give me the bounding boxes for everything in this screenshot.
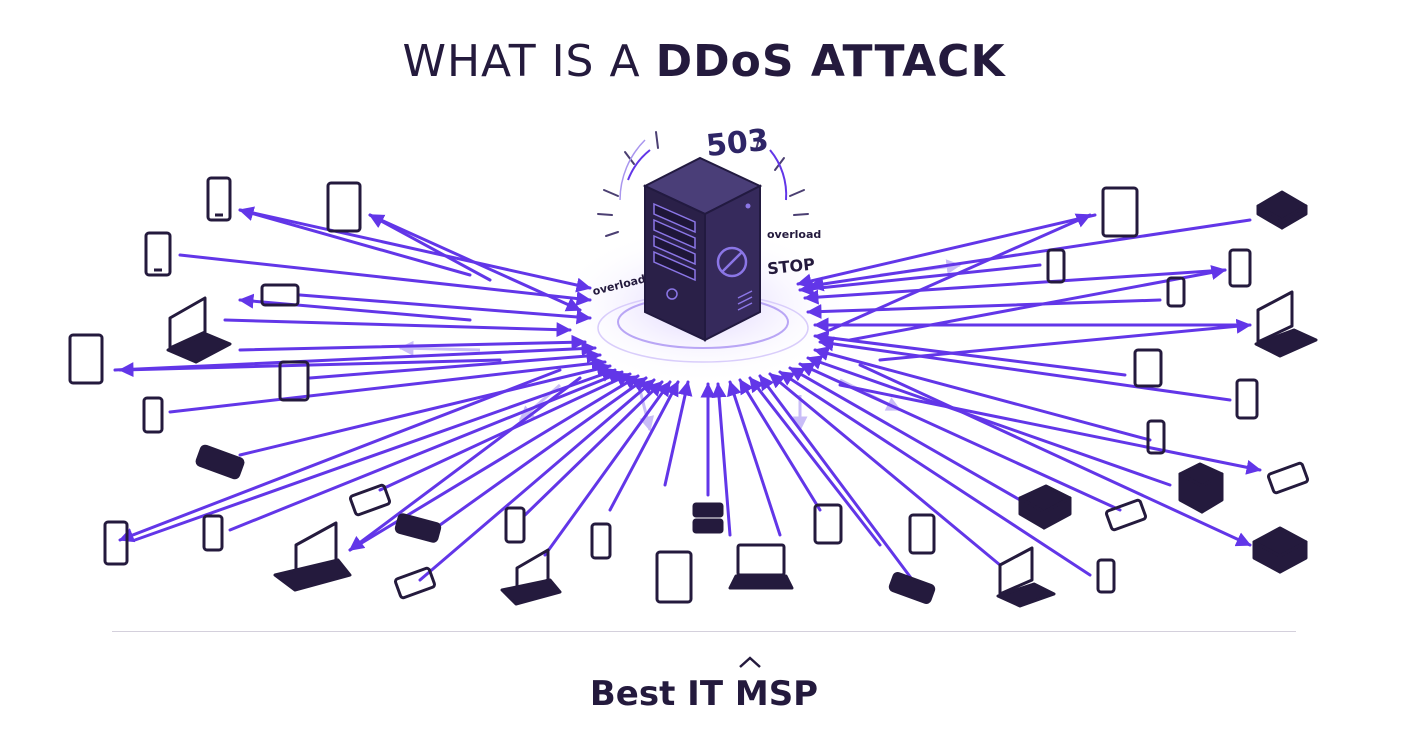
router-icon bbox=[1252, 526, 1308, 574]
tablet-icon bbox=[1101, 186, 1139, 238]
router-icon bbox=[1256, 190, 1308, 230]
footer-divider bbox=[112, 631, 1296, 632]
phone-icon bbox=[1146, 419, 1166, 455]
phone-icon bbox=[206, 176, 232, 222]
phone-icon bbox=[1096, 558, 1116, 594]
error-code-label: 503 bbox=[704, 123, 770, 164]
phone-icon bbox=[1046, 248, 1066, 284]
title-prefix: WHAT IS A bbox=[402, 36, 641, 87]
phone-icon bbox=[142, 396, 164, 434]
phone-icon bbox=[504, 506, 526, 544]
phone-icon bbox=[144, 231, 172, 277]
tablet-icon bbox=[655, 550, 693, 604]
stop-label: STOP bbox=[766, 254, 816, 278]
tablet-icon bbox=[278, 360, 310, 402]
diagram-title: WHAT IS A DDoS ATTACK bbox=[0, 36, 1408, 87]
phone-icon bbox=[590, 522, 612, 560]
phone-icon bbox=[1166, 276, 1186, 308]
tablet-icon bbox=[813, 503, 843, 545]
tablet-icon bbox=[908, 513, 936, 555]
laptop-icon bbox=[1254, 290, 1318, 358]
drive-icon bbox=[195, 444, 245, 480]
phone-icon bbox=[349, 483, 391, 517]
attack-arrows bbox=[113, 206, 1262, 592]
phone-icon bbox=[1105, 498, 1147, 532]
brand-name: Best IT MSP bbox=[589, 674, 819, 714]
laptop-icon bbox=[500, 548, 562, 606]
laptop-icon bbox=[996, 546, 1056, 608]
phone-icon bbox=[1235, 378, 1259, 420]
server-icon bbox=[642, 156, 763, 342]
laptop-icon bbox=[166, 296, 232, 364]
laptop-icon bbox=[728, 543, 794, 590]
router-icon bbox=[1018, 484, 1072, 530]
overload-right-label: overload bbox=[767, 228, 821, 241]
phone-icon bbox=[1267, 461, 1309, 495]
phone-icon bbox=[103, 520, 129, 566]
device-icons bbox=[68, 176, 1318, 608]
tablet-icon bbox=[1133, 348, 1163, 388]
wifi-box-icon bbox=[1178, 462, 1224, 514]
tablet-icon bbox=[326, 181, 362, 233]
brand-logo-mark bbox=[739, 656, 761, 668]
drive-icon bbox=[394, 513, 442, 543]
tablet-icon bbox=[68, 333, 104, 385]
phone-icon bbox=[260, 283, 300, 307]
phone-icon bbox=[202, 514, 224, 552]
laptop-icon bbox=[273, 521, 352, 592]
drive-icon bbox=[692, 502, 724, 534]
phone-icon bbox=[1228, 248, 1252, 288]
phone-icon bbox=[394, 566, 436, 600]
title-emphasis: DDoS ATTACK bbox=[655, 36, 1006, 87]
drive-icon bbox=[888, 571, 936, 605]
